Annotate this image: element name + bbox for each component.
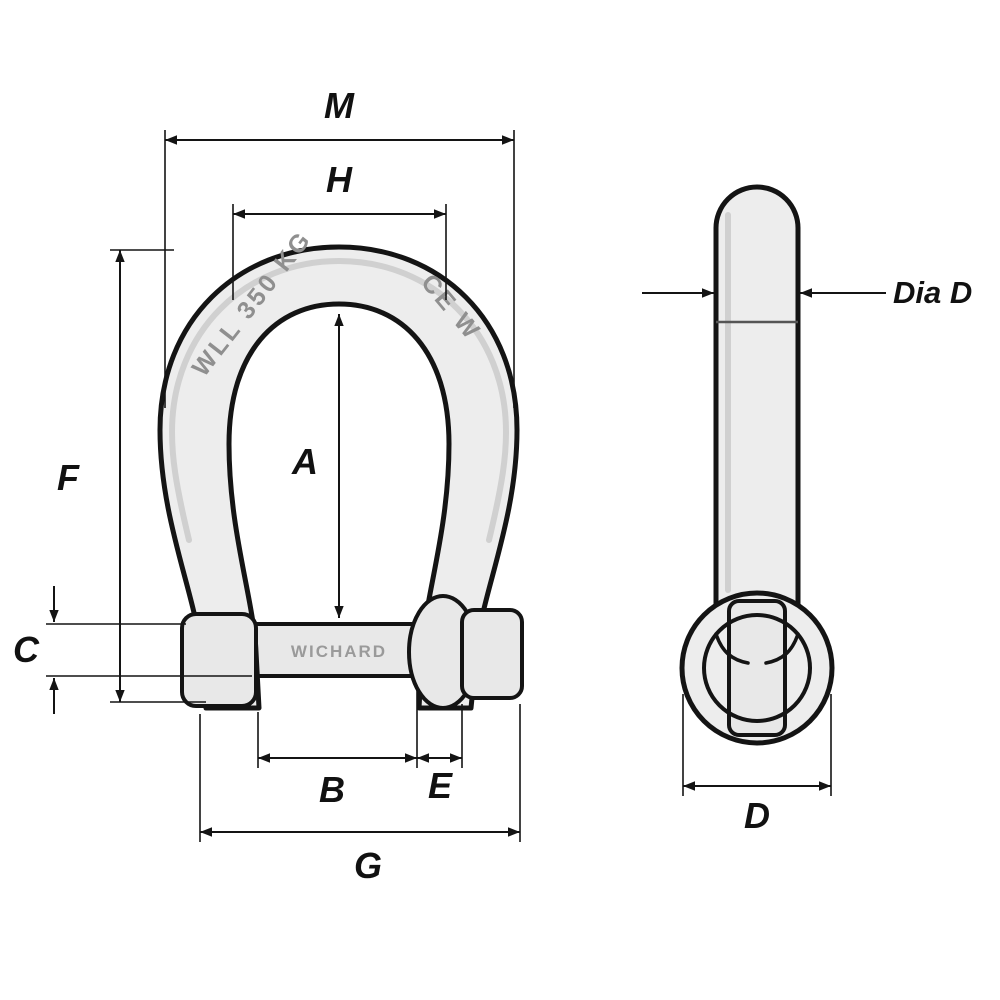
- front-view-shackle: WLL 350 KG CE W WICHARD: [157, 225, 524, 711]
- bow-shading-arc: [168, 257, 510, 543]
- dim-label-e: E: [428, 765, 453, 806]
- dim-label-g: G: [354, 845, 382, 886]
- dim-label-c: C: [13, 629, 40, 670]
- side-view-pin: [679, 184, 835, 746]
- dim-label-m: M: [324, 85, 355, 126]
- dimension-G: G: [199, 704, 521, 886]
- eye-fillet-right: [764, 632, 800, 665]
- dimension-H: H: [232, 159, 447, 300]
- dimension-E: E: [417, 704, 463, 806]
- dim-label-h: H: [326, 159, 353, 200]
- dim-label-dia-d: Dia D: [893, 275, 972, 310]
- eye-inner-circle: [702, 613, 812, 723]
- pin-head-right-square: [460, 608, 524, 700]
- dim-label-b: B: [319, 769, 345, 810]
- dimension-C: C: [13, 586, 252, 714]
- pin-head-left: [180, 612, 258, 708]
- dimension-D: D: [682, 694, 832, 836]
- dim-label-a: A: [291, 441, 318, 482]
- dimension-A: A: [291, 314, 344, 618]
- dim-label-d: D: [744, 795, 770, 836]
- dimension-dia-d: Dia D: [642, 275, 972, 310]
- side-pin-shaft: [713, 184, 801, 648]
- pin-brand-text: WICHARD: [291, 642, 387, 661]
- dimension-B: B: [257, 690, 418, 810]
- dimension-F: F: [57, 249, 206, 703]
- eye-fillet-left: [714, 632, 750, 665]
- eye-pin-section: [727, 599, 787, 737]
- dim-label-f: F: [57, 457, 80, 498]
- dimension-M: M: [164, 85, 515, 408]
